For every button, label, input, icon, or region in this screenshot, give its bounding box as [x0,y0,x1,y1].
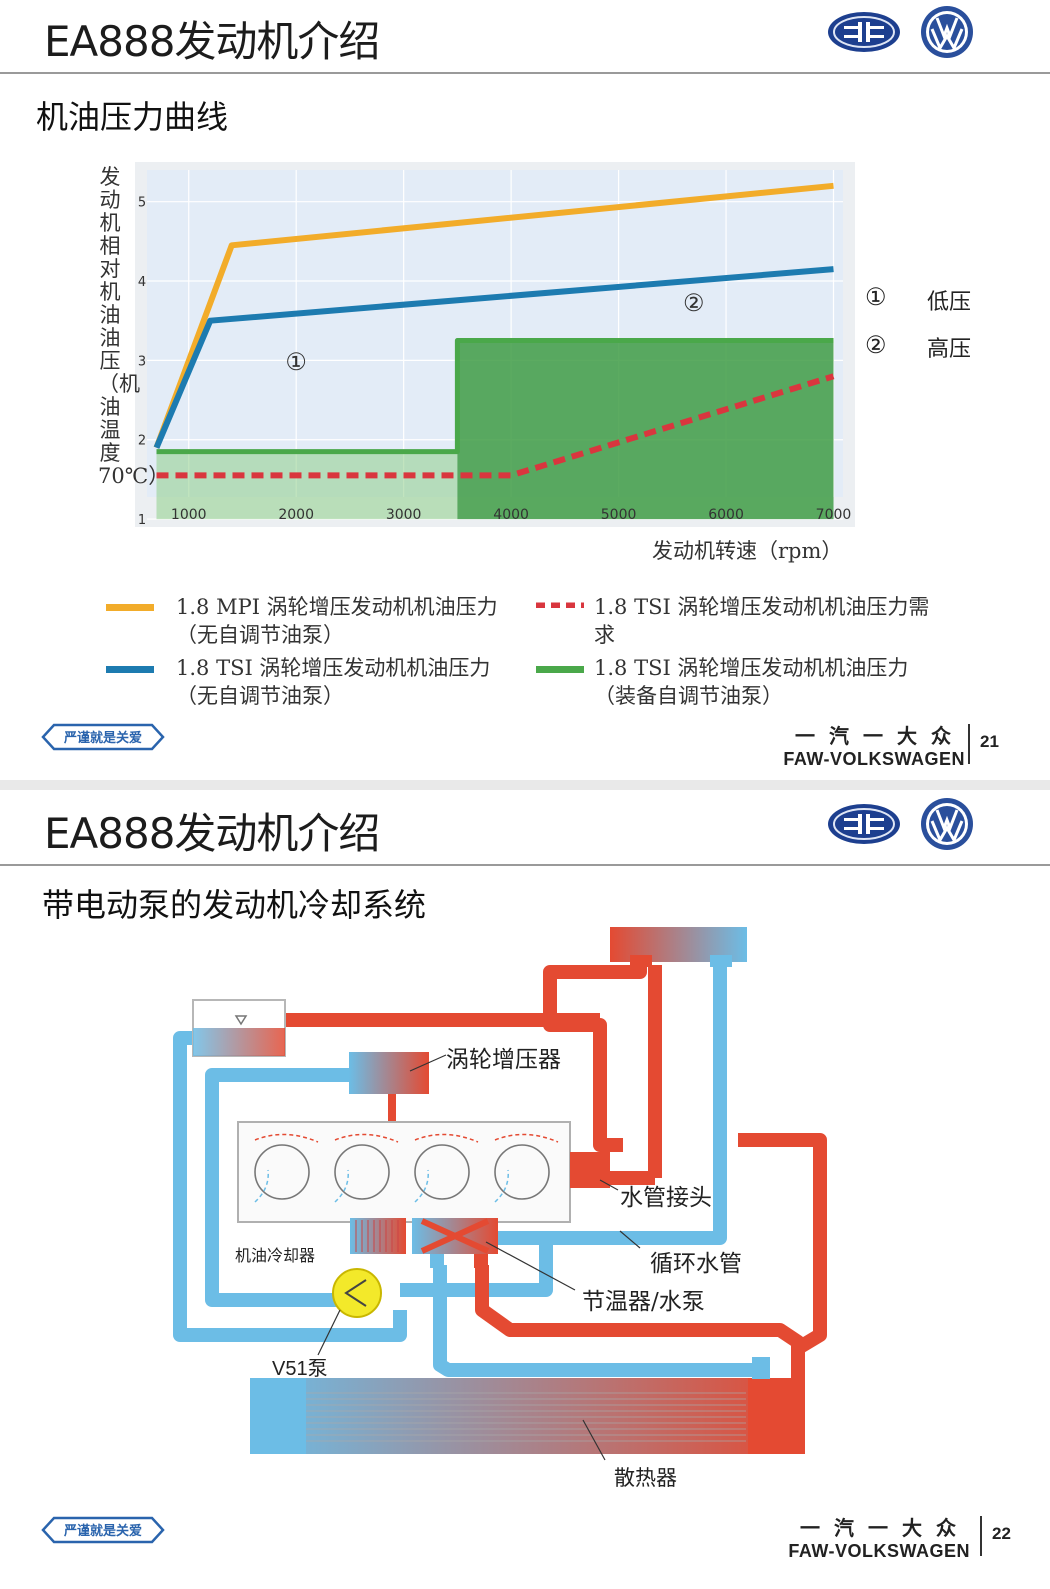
y-tick-label: 1 [138,513,146,528]
label-oil-cooler: 机油冷却器 [235,1246,316,1265]
legend-swatch-tsi [106,666,154,673]
faw-logo-icon [828,804,900,844]
footer-brand: 一汽一大众 FAW-VOLKSWAGEN [783,720,965,770]
y-tick-label: 5 [138,196,146,211]
legend-demand: 1.8 TSI 涡轮增压发动机机油压力需求 [594,595,930,647]
chart-y-axis-label: 发动机相对机油油压（机油温度70℃） [98,165,170,488]
page-divider [980,1516,982,1556]
v51-pump [332,1268,382,1318]
x-tick-label: 6000 [708,507,744,523]
slide-subtitle: 带电动泵的发动机冷却系统 [42,886,427,924]
brand-en: FAW-VOLKSWAGEN [783,749,965,769]
engine-block [237,1121,571,1223]
region-marker-in-plot-2: ② [683,289,705,317]
series-line-2 [156,373,835,479]
label-thermostat-pump: 节温器/水泵 [582,1289,705,1315]
motto-logo: 严谨就是关爱 [41,723,165,751]
region-marker-1: ① [865,283,887,311]
legend-mpi: 1.8 MPI 涡轮增压发动机机油压力（无自调节油泵） [176,595,498,647]
x-tick-label: 7000 [816,507,852,523]
label-pipe-joint: 水管接头 [620,1185,712,1211]
x-tick-label: 4000 [493,507,529,523]
brand-cn: 一汽一大众 [800,1518,970,1540]
x-tick-label: 5000 [601,507,637,523]
legend-tsi: 1.8 TSI 涡轮增压发动机机油压力（无自调节油泵） [176,656,491,708]
regulated-area-low [156,451,458,520]
x-tick-label: 2000 [278,507,314,523]
slide-22: EA888发动机介绍 带电动泵的发动机冷却系统 [0,790,1050,1589]
label-v51-pump: V51泵 [272,1358,328,1380]
page-divider [968,724,970,764]
region-label-low: 低压 [927,290,972,315]
legend-swatch-demand [536,602,584,608]
label-radiator: 散热器 [614,1466,677,1490]
series-line-1 [153,266,834,449]
legend-swatch-mpi [106,604,154,611]
slide-gap [0,780,1050,790]
y-tick-label: 2 [138,434,146,449]
regulated-area-high [457,340,834,520]
title-divider [0,864,1050,866]
oil-pressure-chart: 1 2 3 4 5 1000 2000 3000 4000 5000 6000 7000 ① ② [135,162,855,528]
page-number: 22 [992,1524,1011,1543]
legend-swatch-regulated [536,666,584,673]
x-tick-label: 3000 [386,507,422,523]
label-circulation-pipe: 循环水管 [650,1251,742,1277]
series-line-3 [156,338,834,455]
motto-logo: 严谨就是关爱 [41,1516,165,1544]
region-marker-2: ② [865,331,887,359]
series-line-0 [153,182,834,449]
label-turbocharger: 涡轮增压器 [446,1047,561,1073]
vw-logo-icon [921,6,973,58]
oil-cooler [350,1218,406,1254]
cooling-system-diagram [173,927,827,1461]
slide-title: EA888发动机介绍 [44,809,380,858]
region-marker-in-plot-1: ① [285,348,307,376]
faw-logo-icon [828,12,900,52]
region-label-high: 高压 [927,337,972,362]
turbocharger [349,1052,429,1094]
legend-regulated: 1.8 TSI 涡轮增压发动机机油压力（装备自调节油泵） [594,656,909,708]
brand-cn: 一汽一大众 [795,726,965,748]
chart-x-axis-label: 发动机转速（rpm） [652,539,843,563]
slide-21: EA888发动机介绍 机油压力曲线 1 2 3 4 5 1000 2000 3000 4000 5… [0,0,1050,780]
hot-pipes [284,960,827,1380]
brand-en: FAW-VOLKSWAGEN [788,1541,970,1561]
y-tick-label: 3 [138,354,146,369]
title-divider [0,72,1050,74]
page-number: 21 [980,732,999,751]
slide-subtitle: 机油压力曲线 [36,98,229,136]
x-tick-label: 1000 [171,507,207,523]
motto-text: 严谨就是关爱 [63,1523,142,1539]
y-tick-label: 4 [138,275,146,290]
footer-brand: 一汽一大众 FAW-VOLKSWAGEN [788,1512,970,1562]
vw-logo-icon [921,798,973,850]
slide-title: EA888发动机介绍 [44,17,380,66]
motto-text: 严谨就是关爱 [63,730,142,746]
